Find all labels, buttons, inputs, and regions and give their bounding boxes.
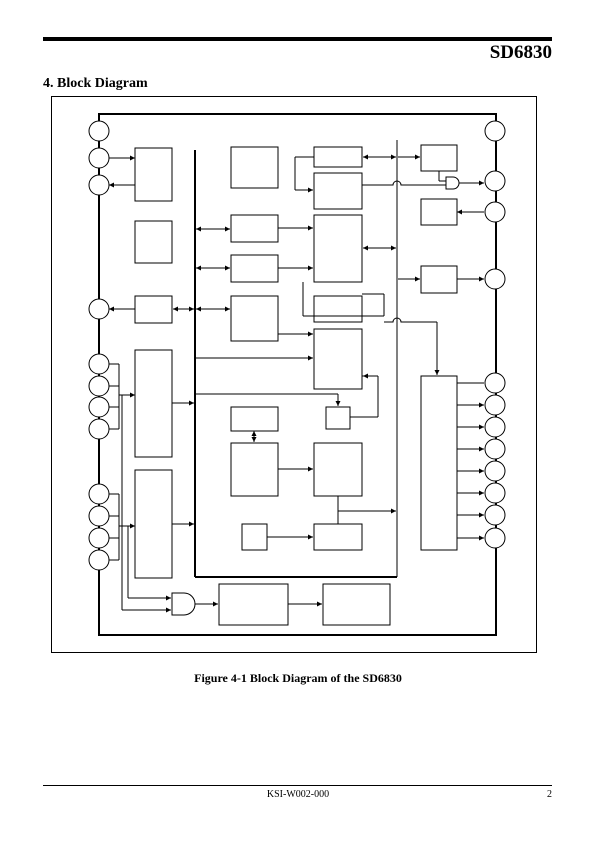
block: [313, 328, 363, 390]
wires: [109, 156, 484, 611]
pin: [88, 147, 110, 169]
pin: [484, 201, 506, 223]
pin: [484, 120, 506, 142]
block: [134, 295, 173, 324]
pin: [484, 504, 506, 526]
block-diagram-frame: [51, 96, 537, 653]
block: [313, 172, 363, 210]
block: [134, 147, 173, 202]
figure-caption: Figure 4-1 Block Diagram of the SD6830: [194, 671, 402, 685]
pin: [484, 268, 506, 290]
block: [313, 146, 363, 168]
pin: [484, 416, 506, 438]
and-gate-small: [445, 176, 460, 190]
pin: [88, 120, 110, 142]
pin: [484, 170, 506, 192]
block: [134, 349, 173, 458]
document-title: SD6830: [489, 42, 552, 63]
block: [241, 523, 268, 551]
pin: [88, 418, 110, 440]
pin: [484, 372, 506, 394]
block: [325, 406, 351, 430]
block: [420, 375, 458, 551]
pin: [484, 438, 506, 460]
block: [218, 583, 289, 626]
pin: [88, 298, 110, 320]
block: [313, 523, 363, 551]
pin: [484, 482, 506, 504]
pin: [88, 396, 110, 418]
block: [322, 583, 391, 626]
block: [313, 295, 363, 323]
pin: [88, 483, 110, 505]
pin: [484, 527, 506, 549]
block: [230, 295, 279, 342]
block: [230, 146, 279, 189]
document-code: KSI-W002-000: [266, 789, 330, 800]
pin: [88, 505, 110, 527]
pin: [88, 353, 110, 375]
pin: [484, 460, 506, 482]
footer-rule: [43, 785, 552, 786]
block: [230, 442, 279, 497]
block: [230, 406, 279, 432]
block: [420, 198, 458, 226]
logic-gates: [171, 176, 460, 616]
section-heading: 4. Block Diagram: [43, 76, 148, 91]
pin: [88, 174, 110, 196]
pin: [88, 549, 110, 571]
function-blocks: [134, 144, 458, 626]
block: [420, 265, 458, 294]
pin: [484, 394, 506, 416]
block: [420, 144, 458, 172]
pins: [88, 120, 506, 571]
page-number: 2: [547, 789, 552, 800]
and-gate: [171, 592, 196, 616]
header-rule: [43, 37, 552, 41]
block: [230, 214, 279, 243]
block: [230, 254, 279, 283]
internal-bus-region: [194, 140, 398, 578]
signal-arrows: [109, 154, 484, 613]
block: [134, 220, 173, 264]
block: [134, 469, 173, 579]
pin: [88, 527, 110, 549]
pin: [88, 375, 110, 397]
block: [313, 442, 363, 497]
block: [313, 214, 363, 283]
